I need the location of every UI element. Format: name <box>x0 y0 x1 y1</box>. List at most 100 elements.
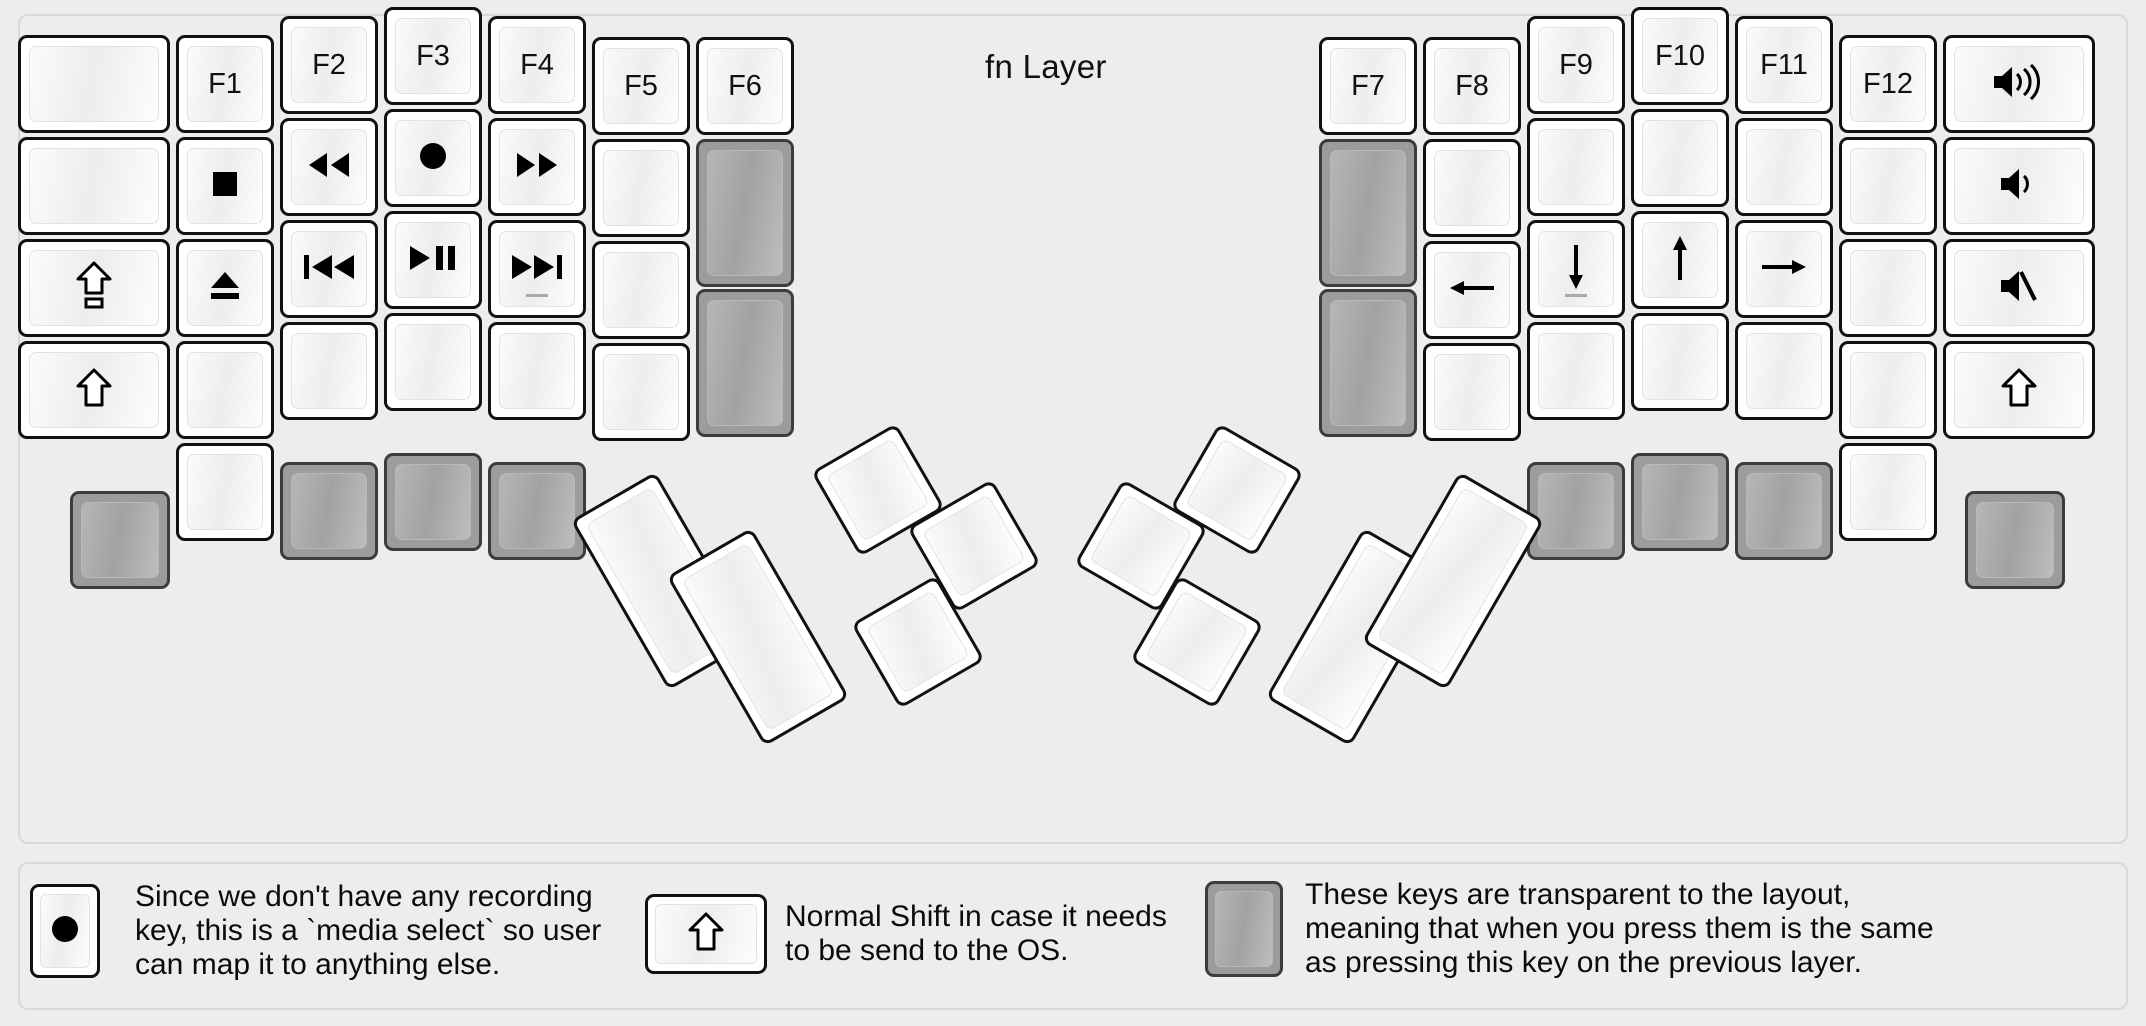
left-r4-c4-blank[interactable] <box>384 313 482 411</box>
legend-text-1: Normal Shift in case it needs to be send… <box>785 899 1167 967</box>
rewind-icon <box>301 145 357 189</box>
right-r2-c3-blank[interactable] <box>1527 118 1625 216</box>
legend-panel <box>18 862 2128 1010</box>
left-r4-c3-blank-cap <box>291 333 367 409</box>
left-r5-c3-transparent[interactable] <box>280 462 378 560</box>
left-r3-c1-capsshift-cap <box>29 250 159 326</box>
right-r3-c6-blank[interactable] <box>1839 239 1937 337</box>
right-r2-c7-voldown[interactable] <box>1943 137 2095 235</box>
right-r5-c3-transparent[interactable] <box>1527 462 1625 560</box>
right-r2-c1-transparent-cap <box>1330 150 1406 276</box>
right-r2-c1-transparent[interactable] <box>1319 139 1417 287</box>
left-r2-c7-transparent[interactable] <box>696 139 794 287</box>
left-r3-c1-capsshift[interactable] <box>18 239 170 337</box>
left-r2-c3-rewind-cap <box>291 129 367 205</box>
right-r1-c3-f9-label: F9 <box>1559 48 1593 81</box>
right-r3-c5-right[interactable] <box>1735 220 1833 318</box>
right-r2-c6-blank[interactable] <box>1839 137 1937 235</box>
play-pause-icon <box>404 238 462 282</box>
left-r4-c2-blank[interactable] <box>176 341 274 439</box>
right-r4-c3-blank[interactable] <box>1527 322 1625 420</box>
right-r5-c4-transparent[interactable] <box>1631 453 1729 551</box>
right-r1-c4-f10[interactable]: F10 <box>1631 7 1729 105</box>
left-r2-c3-rewind[interactable] <box>280 118 378 216</box>
left-r4-c1-shift[interactable] <box>18 341 170 439</box>
right-r1-c2-f8[interactable]: F8 <box>1423 37 1521 135</box>
right-r2-c6-blank-cap <box>1850 148 1926 224</box>
page-title: fn Layer <box>985 48 1107 85</box>
left-r1-c7-f6[interactable]: F6 <box>696 37 794 135</box>
left-r5-c1-transparent[interactable] <box>70 491 170 589</box>
left-r1-c4-f3[interactable]: F3 <box>384 7 482 105</box>
right-r1-c1-f7[interactable]: F7 <box>1319 37 1417 135</box>
right-r2-c5-blank[interactable] <box>1735 118 1833 216</box>
right-r2-c5-blank-cap <box>1746 129 1822 205</box>
right-r2-c4-blank[interactable] <box>1631 109 1729 207</box>
right-r5-c7-transparent[interactable] <box>1965 491 2065 589</box>
left-r3-c5-nexttrack[interactable] <box>488 220 586 318</box>
legend-item-2: These keys are transparent to the layout… <box>1205 878 1934 981</box>
arrow-up-icon <box>1660 230 1700 290</box>
left-r3-c2-eject[interactable] <box>176 239 274 337</box>
left-r2-c2-stop[interactable] <box>176 137 274 235</box>
left-r4-c6-blank[interactable] <box>592 343 690 441</box>
legend-item-1: Normal Shift in case it needs to be send… <box>645 894 1167 974</box>
right-r3-c7-mute[interactable] <box>1943 239 2095 337</box>
left-r5-c4-transparent[interactable] <box>384 453 482 551</box>
right-r3-c4-up[interactable] <box>1631 211 1729 309</box>
left-r2-c5-fastforward[interactable] <box>488 118 586 216</box>
legend-sample-key-0 <box>30 884 100 979</box>
left-r2-c4-record[interactable] <box>384 109 482 207</box>
right-r3-c4-up-cap <box>1642 222 1718 298</box>
right-r1-c5-f11[interactable]: F11 <box>1735 16 1833 114</box>
volume-down-icon <box>1995 164 2043 208</box>
right-r5-c6-blank[interactable] <box>1839 443 1937 541</box>
left-r5-c2-blank[interactable] <box>176 443 274 541</box>
right-r5-c5-transparent[interactable] <box>1735 462 1833 560</box>
left-r1-c6-f5[interactable]: F5 <box>592 37 690 135</box>
left-r1-c2-f1[interactable]: F1 <box>176 35 274 133</box>
right-r1-c3-f9[interactable]: F9 <box>1527 16 1625 114</box>
right-r3-c3-down[interactable] <box>1527 220 1625 318</box>
left-r2-c6-blank-cap <box>603 150 679 226</box>
left-r3-c3-prevtrack[interactable] <box>280 220 378 318</box>
left-r5-c5-transparent-cap <box>499 473 575 549</box>
right-r4-c4-blank[interactable] <box>1631 313 1729 411</box>
left-r3-c4-playpause[interactable] <box>384 211 482 309</box>
left-r3-c6-blank[interactable] <box>592 241 690 339</box>
eject-icon <box>203 264 247 312</box>
right-r4-c7-shift[interactable] <box>1943 341 2095 439</box>
right-r4-c2-blank[interactable] <box>1423 343 1521 441</box>
left-r1-c5-f4[interactable]: F4 <box>488 16 586 114</box>
right-r4-c6-blank[interactable] <box>1839 341 1937 439</box>
right-r2-c2-blank[interactable] <box>1423 139 1521 237</box>
right-r3-c3-down-cap <box>1538 231 1614 307</box>
left-r4-c7-transparent[interactable] <box>696 289 794 437</box>
right-r3-c7-mute-cap <box>1954 250 2084 326</box>
left-r4-c3-blank[interactable] <box>280 322 378 420</box>
left-r2-c6-blank[interactable] <box>592 139 690 237</box>
right-r4-c5-blank[interactable] <box>1735 322 1833 420</box>
right-r4-c1-transparent[interactable] <box>1319 289 1417 437</box>
left-r5-c2-blank-cap <box>187 454 263 530</box>
left-r5-c5-transparent[interactable] <box>488 462 586 560</box>
left-r3-c5-nexttrack-cap <box>499 231 575 307</box>
left-r3-c4-playpause-cap <box>395 222 471 298</box>
right-r3-c2-left[interactable] <box>1423 241 1521 339</box>
left-r4-c5-blank[interactable] <box>488 322 586 420</box>
left-r1-c3-f2[interactable]: F2 <box>280 16 378 114</box>
record-icon <box>43 907 87 955</box>
right-r2-c2-blank-cap <box>1434 150 1510 226</box>
left-r2-c1-blank[interactable] <box>18 137 170 235</box>
right-r1-c6-f12[interactable]: F12 <box>1839 35 1937 133</box>
left-r1-c3-f2-cap: F2 <box>291 27 367 103</box>
left-r4-c4-blank-cap <box>395 324 471 400</box>
right-r5-c5-transparent-cap <box>1746 473 1822 549</box>
right-r4-c6-blank-cap <box>1850 352 1926 428</box>
caps-shift-icon <box>74 260 114 316</box>
left-r1-c1-blank[interactable] <box>18 35 170 133</box>
right-r1-c7-volup[interactable] <box>1943 35 2095 133</box>
left-r2-c7-transparent-cap <box>707 150 783 276</box>
arrow-left-icon <box>1444 268 1500 312</box>
legend-sample-cap-0 <box>40 894 90 969</box>
